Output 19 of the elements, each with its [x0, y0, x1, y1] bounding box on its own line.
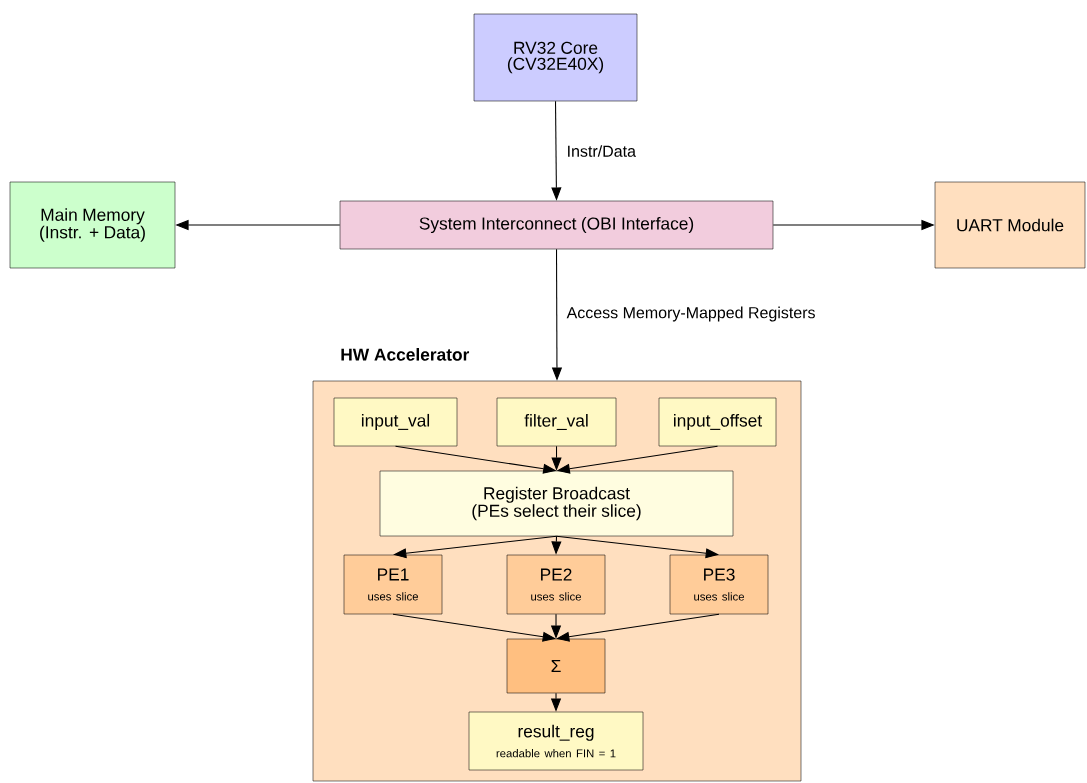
register-box: filter_val	[496, 397, 617, 447]
arrow	[392, 613, 556, 642]
pe-box: PE1 uses slice	[343, 554, 443, 615]
broadcast-box: Register Broadcast (PEs select their slice)	[379, 470, 734, 537]
pe-box: PE2 uses slice	[506, 554, 606, 615]
register-box: input_offset	[658, 397, 777, 447]
register-box: input_val	[333, 397, 458, 447]
arrow	[556, 613, 720, 642]
arrow	[555, 535, 719, 559]
memory-box: Main Memory (Instr. + Data)	[9, 181, 176, 269]
result-box: result_reg readable when FIN = 1	[468, 711, 644, 771]
pe-box: PE3 uses slice	[669, 554, 769, 615]
uart-box: UART Module	[934, 181, 1086, 269]
interconnect-box: System Interconnect (OBI Interface)	[339, 200, 774, 250]
edge-label: Access Memory-Mapped Registers	[565, 305, 817, 323]
sum-box: Σ	[506, 638, 606, 694]
panel-heading: HW Accelerator	[341, 348, 470, 361]
edge-label: Instr/Data	[565, 143, 638, 159]
core-box: RV32 Core (CV32E40X)	[473, 13, 638, 102]
